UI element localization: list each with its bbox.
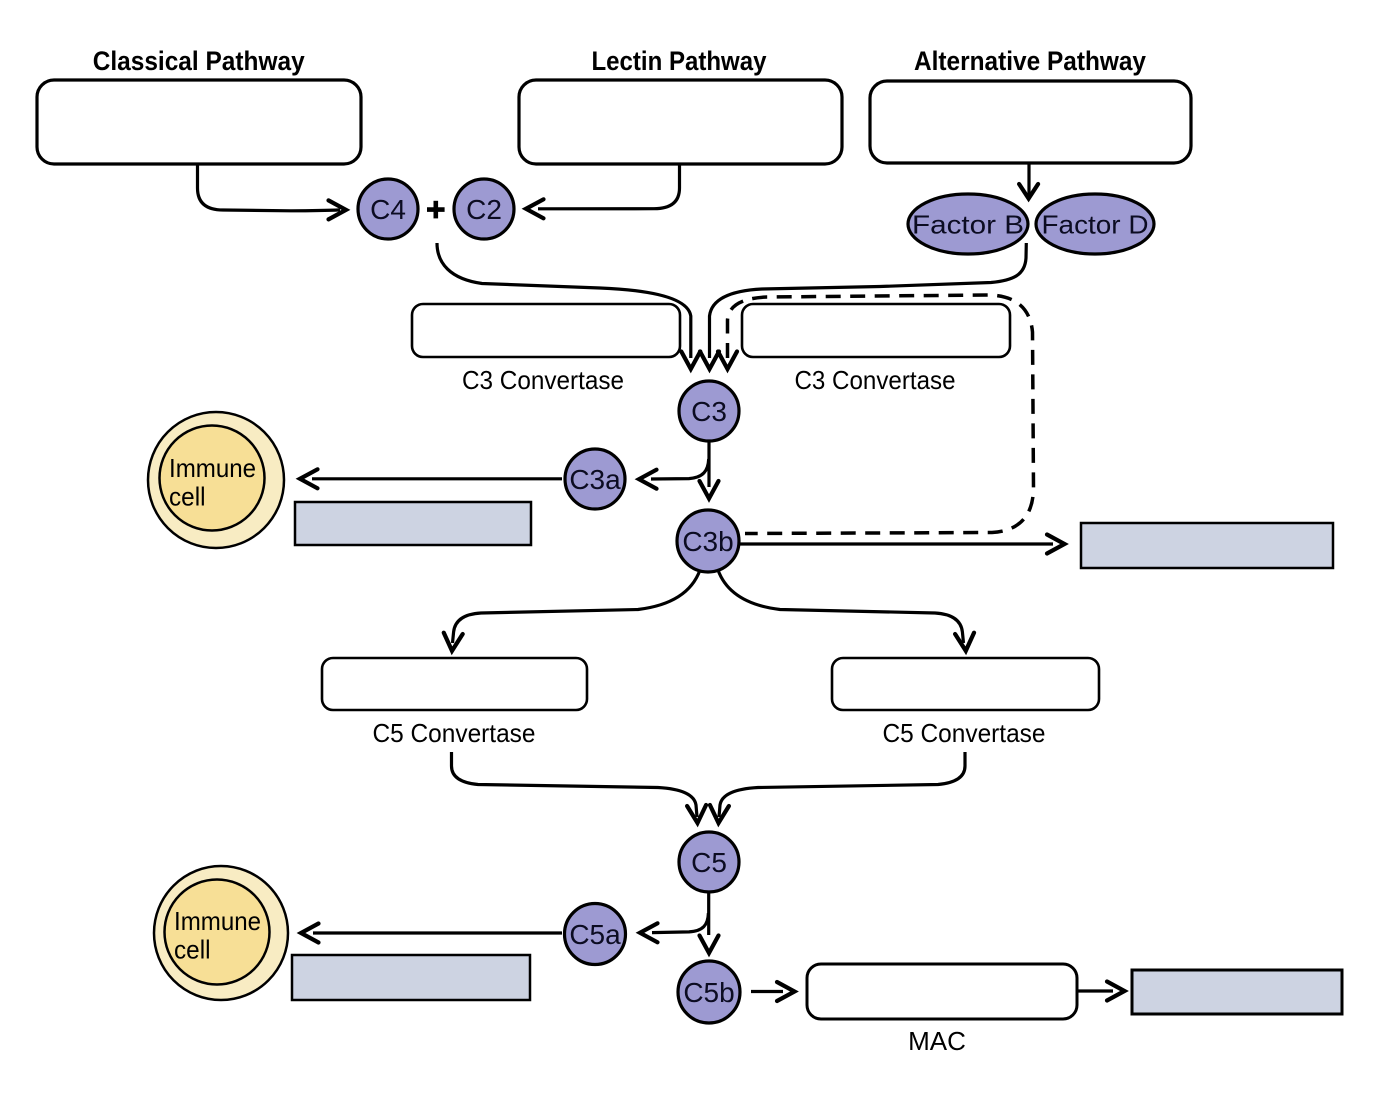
svg-text:C3: C3	[691, 396, 727, 427]
svg-text:Factor B: Factor B	[912, 210, 1024, 240]
svg-text:C2: C2	[466, 194, 502, 225]
svg-text:Lectin Pathway: Lectin Pathway	[592, 46, 767, 76]
svg-text:Factor D: Factor D	[1042, 210, 1149, 240]
svg-text:Immune: Immune	[174, 906, 261, 936]
svg-text:C3a: C3a	[569, 464, 621, 495]
svg-text:cell: cell	[174, 935, 211, 965]
svg-text:C5: C5	[691, 847, 727, 878]
svg-text:C5b: C5b	[683, 977, 734, 1008]
svg-text:C3 Convertase: C3 Convertase	[462, 365, 624, 395]
svg-text:C5 Convertase: C5 Convertase	[373, 718, 536, 748]
svg-text:C4: C4	[370, 194, 406, 225]
svg-text:C5 Convertase: C5 Convertase	[883, 718, 1046, 748]
svg-text:C3b: C3b	[682, 526, 733, 557]
svg-text:C5a: C5a	[569, 919, 621, 950]
svg-text:Alternative Pathway: Alternative Pathway	[914, 46, 1146, 76]
svg-text:cell: cell	[169, 482, 206, 512]
svg-text:Immune: Immune	[169, 453, 256, 483]
svg-text:MAC: MAC	[908, 1026, 966, 1056]
svg-text:Classical Pathway: Classical Pathway	[93, 46, 305, 76]
svg-text:C3 Convertase: C3 Convertase	[795, 365, 956, 395]
